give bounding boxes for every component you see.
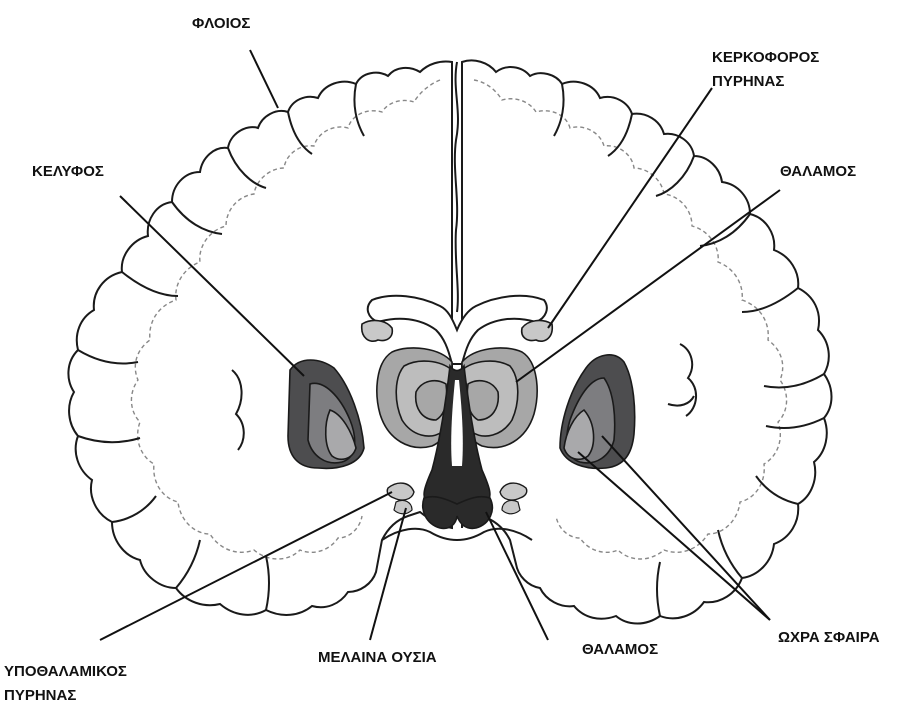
right-caudate-nucleus [522, 321, 553, 342]
label-cortex: ΦΛΟΙΟΣ [192, 14, 250, 33]
right-nigra-small [502, 500, 520, 513]
label-thalamus-lower: ΘΑΛΑΜΟΣ [582, 640, 658, 659]
label-globus-pallidus: ΩΧΡΑ ΣΦΑΙΡΑ [778, 628, 880, 647]
left-caudate-nucleus [362, 321, 393, 342]
left-nigra-small [394, 500, 412, 513]
label-subthalamic-line2: ΠΥΡΗΝΑΣ [4, 686, 76, 705]
label-putamen: ΚΕΛΥΦΟΣ [32, 162, 104, 181]
label-caudate-line2: ΠΥΡΗΝΑΣ [712, 72, 784, 91]
left-hemisphere-outline [68, 61, 452, 614]
leader-cortex [250, 50, 278, 108]
right-hemisphere-outline [462, 60, 832, 623]
right-subthalamic-nucleus [500, 483, 527, 500]
label-subthalamic-line1: ΥΠΟΘΑΛΑΜΙΚΟΣ [4, 662, 127, 681]
interhemispheric-fissure [455, 62, 458, 312]
label-caudate-line1: ΚΕΡΚΟΦΟΡΟΣ [712, 48, 819, 67]
label-substantia-nigra: ΜΕΛΑΙΝΑ ΟΥΣΙΑ [318, 648, 437, 667]
label-thalamus-upper: ΘΑΛΑΜΟΣ [780, 162, 856, 181]
